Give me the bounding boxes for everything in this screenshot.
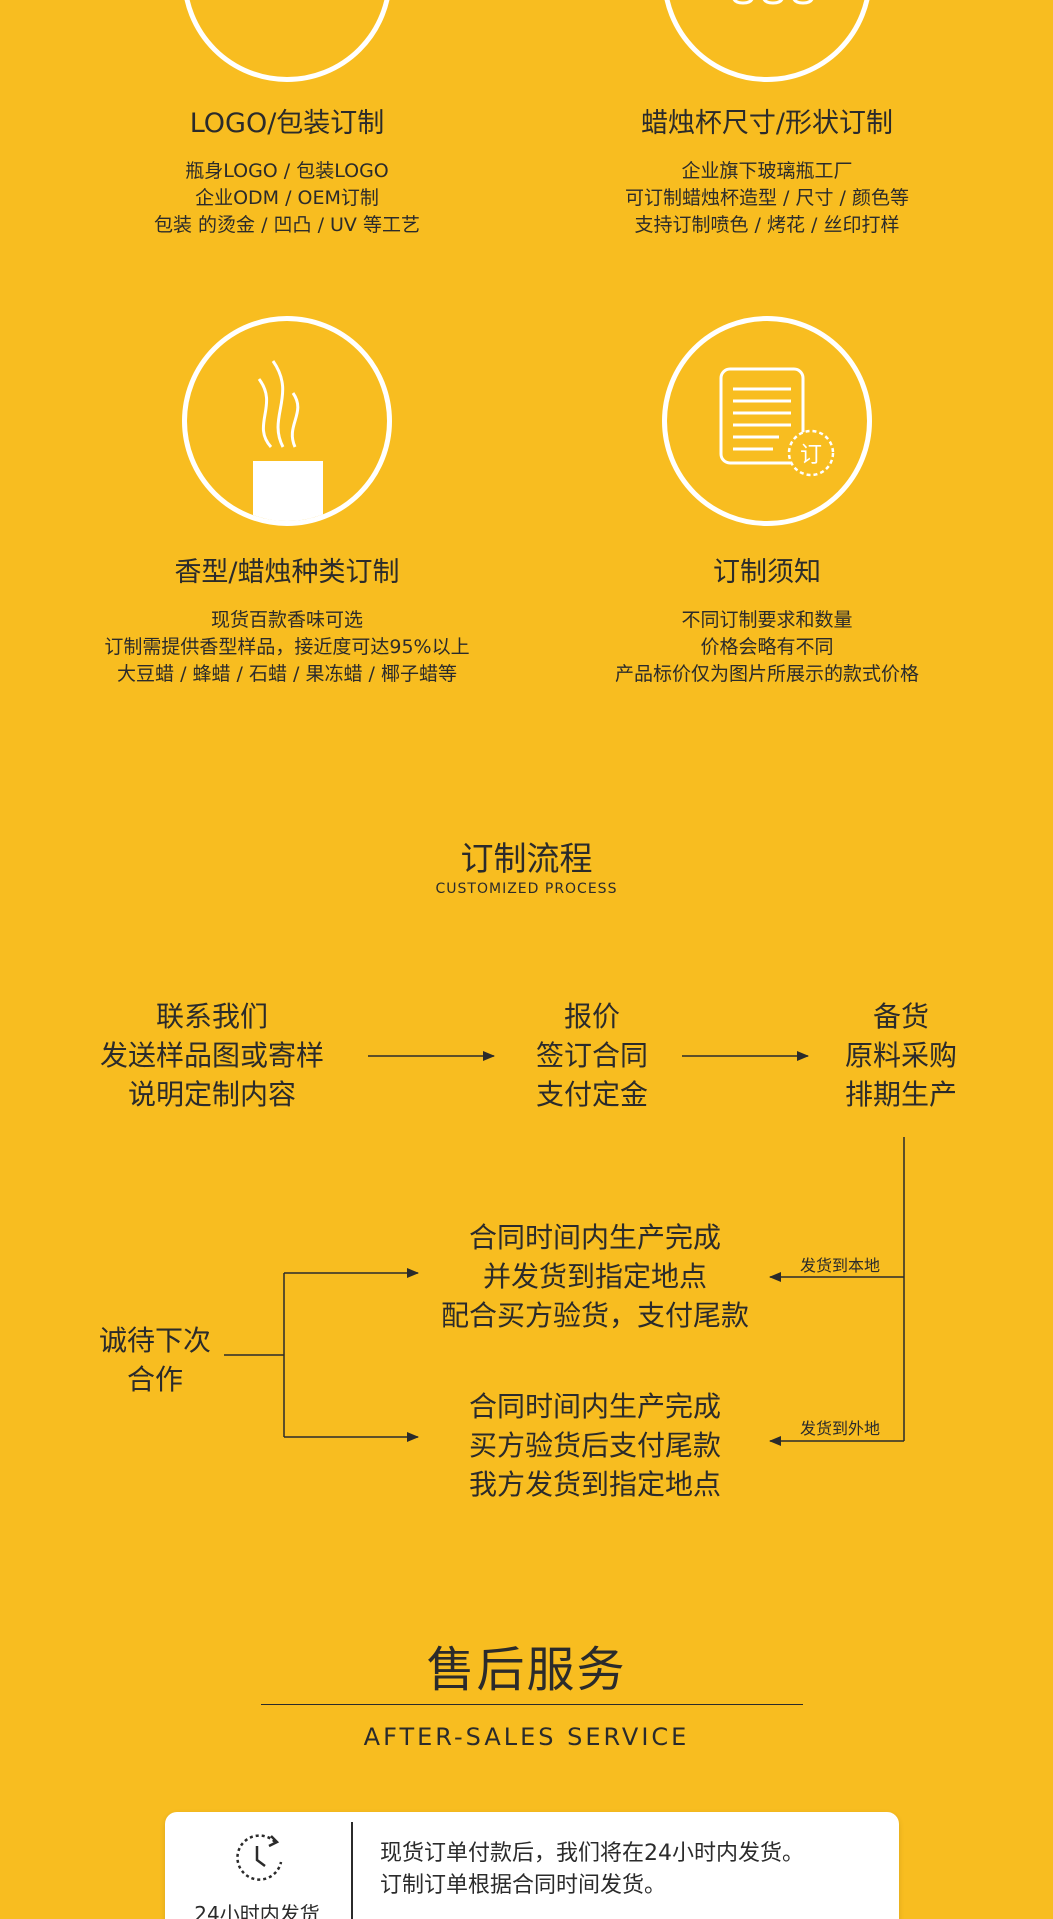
step-line: 买方验货后支付尾款	[468, 1429, 721, 1462]
after-sales-subtitle: AFTER-SALES SERVICE	[363, 1723, 690, 1751]
step-line: 报价	[563, 1000, 620, 1033]
step-line: 诚待下次	[98, 1324, 211, 1357]
step-line: 合同时间内生产完成	[468, 1390, 721, 1423]
step-quote: 报价 签订合同 支付定金	[517, 997, 667, 1114]
service-card: 24小时内发货 现货订单付款后，我们将在24小时内发货。 订制订单根据合同时间发…	[165, 1812, 899, 1919]
after-sales-title: 售后服务	[426, 1642, 627, 1698]
label-ship-local: 发货到本地	[800, 1256, 881, 1275]
card-line: 企业旗下玻璃瓶工厂	[681, 160, 853, 182]
step-local-delivery: 合同时间内生产完成 并发货到指定地点 配合买方验货，支付尾款	[410, 1218, 780, 1335]
card-line: 现货百款香味可选	[210, 609, 363, 631]
label-ship-remote: 发货到外地	[800, 1419, 881, 1438]
notice-icon-circle: 订	[662, 316, 872, 526]
service-line: 现货订单付款后，我们将在24小时内发货。	[380, 1841, 804, 1866]
card-title-scent: 香型/蜡烛种类订制	[174, 557, 400, 588]
step-line: 合同时间内生产完成	[468, 1221, 721, 1254]
step-line: 我方发货到指定地点	[468, 1468, 721, 1501]
step-line: 说明定制内容	[127, 1078, 296, 1111]
service-divider	[351, 1822, 353, 1919]
card-line: 订制需提供香型样品，接近度可达95%以上	[104, 636, 470, 658]
process-flow-arrows	[224, 1051, 905, 1446]
card-title-cup: 蜡烛杯尺寸/形状订制	[640, 108, 894, 139]
card-title-logo: LOGO/包装订制	[189, 108, 385, 139]
step-line: 备货	[872, 1000, 929, 1033]
card-line: 支持订制喷色 / 烤花 / 丝印打样	[634, 214, 900, 236]
step-stock: 备货 原料采购 排期生产	[826, 997, 976, 1114]
service-text: 现货订单付款后，我们将在24小时内发货。 订制订单根据合同时间发货。	[380, 1838, 804, 1902]
process-subtitle: CUSTOMIZED PROCESS	[435, 881, 618, 897]
card-line: 价格会略有不同	[700, 636, 834, 658]
scented-candle-icon	[253, 360, 323, 521]
step-remote-delivery: 合同时间内生产完成 买方验货后支付尾款 我方发货到指定地点	[410, 1387, 780, 1504]
card-line: 不同订制要求和数量	[681, 609, 853, 631]
step-line: 合作	[126, 1363, 183, 1396]
order-stamp-char: 订	[799, 443, 822, 468]
card-line: 包装 的烫金 / 凹凸 / UV 等工艺	[154, 214, 420, 236]
card-title-notice: 订制须知	[713, 557, 821, 588]
document-icon	[719, 367, 835, 477]
step-line: 配合买方验货，支付尾款	[440, 1299, 749, 1332]
card-line: 大豆蜡 / 蜂蜡 / 石蜡 / 果冻蜡 / 椰子蜡等	[117, 663, 457, 685]
step-contact: 联系我们 发送样品图或寄样 说明定制内容	[92, 997, 332, 1114]
card-lines-scent: 现货百款香味可选 订制需提供香型样品，接近度可达95%以上 大豆蜡 / 蜂蜡 /…	[57, 607, 517, 688]
card-line: 产品标价仅为图片所展示的款式价格	[614, 663, 919, 685]
card-lines-cup: 企业旗下玻璃瓶工厂 可订制蜡烛杯造型 / 尺寸 / 颜色等 支持订制喷色 / 烤…	[537, 158, 997, 239]
service-line: 订制订单根据合同时间发货。	[380, 1873, 667, 1898]
step-line: 并发货到指定地点	[482, 1260, 707, 1293]
card-line: 企业ODM / OEM订制	[195, 187, 379, 209]
card-line: 瓶身LOGO / 包装LOGO	[185, 160, 389, 182]
candle-cups-icon	[732, 0, 814, 5]
step-line: 发送样品图或寄样	[99, 1039, 324, 1072]
scent-icon-circle	[182, 316, 392, 526]
service-label: 24小时内发货	[194, 1902, 320, 1919]
step-line: 签订合同	[535, 1039, 648, 1072]
step-line: 原料采购	[844, 1039, 957, 1072]
step-line: 联系我们	[155, 1000, 268, 1033]
after-sales-divider	[261, 1704, 803, 1705]
card-lines-logo: 瓶身LOGO / 包装LOGO 企业ODM / OEM订制 包装 的烫金 / 凹…	[57, 158, 517, 239]
step-final: 诚待下次 合作	[90, 1321, 220, 1399]
step-line: 支付定金	[535, 1078, 648, 1111]
process-title: 订制流程	[460, 839, 593, 878]
card-lines-notice: 不同订制要求和数量 价格会略有不同 产品标价仅为图片所展示的款式价格	[537, 607, 997, 688]
clock-icon	[236, 1834, 283, 1881]
card-line: 可订制蜡烛杯造型 / 尺寸 / 颜色等	[625, 187, 909, 209]
step-line: 排期生产	[844, 1078, 957, 1111]
